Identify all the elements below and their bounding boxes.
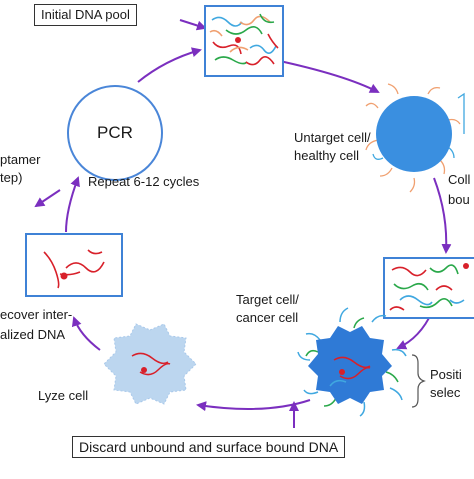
step-label: tep) — [0, 170, 23, 185]
recovered-dna-box — [25, 233, 123, 297]
positive-bracket — [411, 354, 426, 408]
arrow-pcr-to-pool — [137, 47, 202, 83]
discard-label: Discard unbound and surface bound DNA — [72, 436, 346, 458]
untarget-label: Untarget cell/ — [294, 130, 371, 145]
pcr-label: PCR — [97, 123, 133, 142]
arrow-to-aptamer — [34, 189, 61, 208]
arrow-healthy-to-bound — [433, 177, 452, 254]
arrow-label-to-pool — [179, 19, 207, 31]
arrow-pool-to-healthy — [274, 59, 380, 93]
target-label: Target cell/ — [236, 292, 299, 307]
initial-pool-box — [204, 5, 284, 77]
target-cell — [297, 307, 407, 417]
aptamer-label: ptamer — [0, 152, 41, 167]
bou-label: bou — [448, 192, 470, 207]
healthy-label: healthy cell — [294, 148, 360, 163]
arrow-target-to-lyse — [196, 399, 311, 412]
arrow-lyse-to-recover — [71, 316, 101, 351]
cancer-label: cancer cell — [236, 310, 299, 325]
arrow-recover-to-pcr — [65, 176, 80, 233]
repeat-label: Repeat 6-12 cycles — [88, 174, 200, 189]
bound-box — [383, 257, 474, 319]
lyze-label: Lyze cell — [38, 388, 89, 403]
coll-label: Coll — [448, 172, 471, 187]
positive-label-1: Positi — [430, 367, 462, 382]
lysed-cell — [103, 323, 197, 405]
positive-label-2: selec — [430, 385, 461, 400]
recover-label-1: ecover inter- — [0, 307, 73, 322]
initial-pool-label: Initial DNA pool — [34, 4, 137, 26]
recover-label-2: alized DNA — [0, 327, 66, 342]
pcr-node: PCR — [67, 85, 163, 181]
healthy-cell — [365, 83, 465, 193]
